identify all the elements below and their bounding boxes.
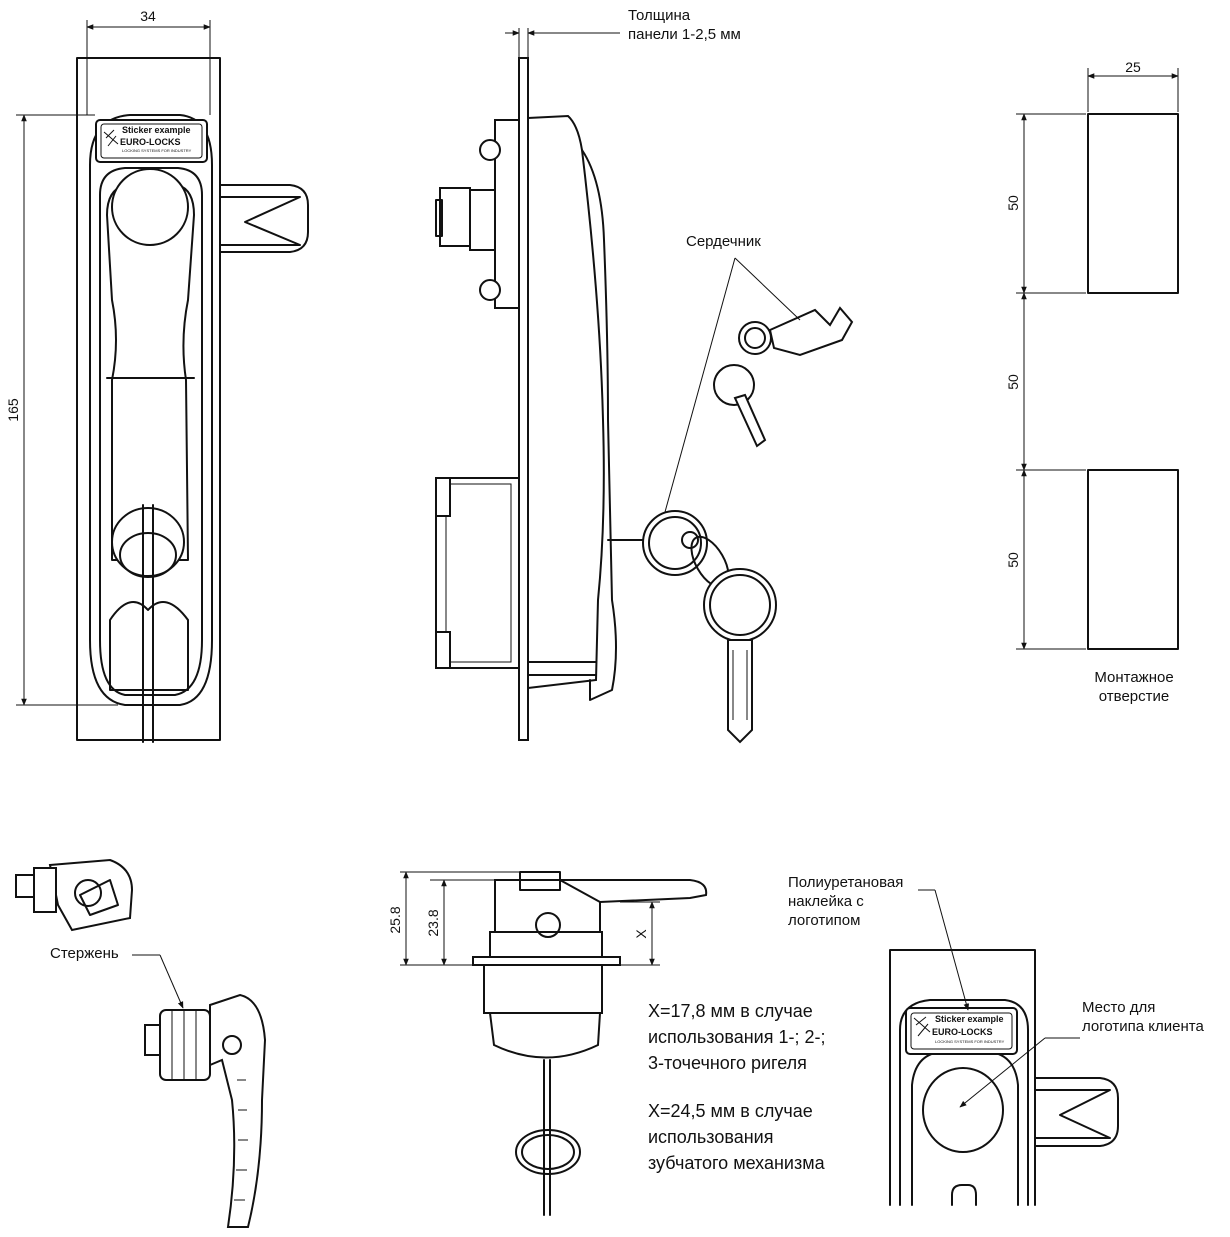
note-x-24-5: X=24,5 мм в случае использования зубчато… xyxy=(648,1098,825,1176)
sticker-label-line1: Полиуретановая xyxy=(788,874,904,891)
mounting-hole-line2: отверстие xyxy=(1098,688,1170,705)
sticker-tagline: LOCKING SYSTEMS FOR INDUSTRY xyxy=(122,148,192,153)
dimension-34: 34 xyxy=(140,8,156,24)
mounting-hole-line1: Монтажное xyxy=(1094,669,1174,686)
sticker-label-line2: наклейка с xyxy=(788,893,864,910)
note1-line2: использования 1-; 2-; xyxy=(648,1027,826,1047)
sticker-detail: Sticker example EURO-LOCKS LOCKING SYSTE… xyxy=(889,889,1119,1206)
dimension-x: X xyxy=(633,929,649,939)
note1-line3: 3-точечного ригеля xyxy=(648,1053,807,1073)
sticker-label: Полиуретановая наклейка с логотипом xyxy=(788,873,903,930)
panel-thickness-line2: панели 1-2,5 мм xyxy=(628,26,741,43)
client-logo-line2: логотипа клиента xyxy=(1082,1018,1204,1035)
front-view: Sticker example EURO-LOCKS LOCKING SYSTE… xyxy=(5,8,309,743)
dimension-50-middle: 50 xyxy=(1005,374,1021,390)
core-assembly xyxy=(664,257,854,513)
sticker-detail-title: Sticker example xyxy=(935,1014,1004,1024)
core-label: Сердечник xyxy=(686,233,761,250)
rod-detail xyxy=(15,858,267,1228)
dimension-50-top: 50 xyxy=(1005,195,1021,211)
note2-line1: X=24,5 мм в случае xyxy=(648,1101,813,1121)
mounting-hole-view: 25 50 50 50 xyxy=(1005,59,1179,650)
dimension-50-bottom: 50 xyxy=(1005,552,1021,568)
sticker-label-line3: логотипом xyxy=(788,912,861,929)
mounting-hole-label: Монтажное отверстие xyxy=(1080,668,1188,706)
note1-line1: X=17,8 мм в случае xyxy=(648,1001,813,1021)
note-x-17-8: X=17,8 мм в случае использования 1-; 2-;… xyxy=(648,998,826,1076)
dimension-25: 25 xyxy=(1125,59,1141,75)
side-view xyxy=(435,28,777,744)
sticker-detail-tagline: LOCKING SYSTEMS FOR INDUSTRY xyxy=(935,1039,1005,1044)
client-logo-label: Место для логотипа клиента xyxy=(1082,998,1204,1036)
section-view: 25.8 23.8 X xyxy=(387,871,708,1216)
panel-thickness-line1: Толщина xyxy=(628,7,691,24)
dimension-165: 165 xyxy=(5,398,21,422)
dimension-23-8: 23.8 xyxy=(425,909,441,936)
sticker-title: Sticker example xyxy=(122,125,191,135)
panel-thickness-label: Толщина панели 1-2,5 мм xyxy=(628,6,741,44)
note2-line3: зубчатого механизма xyxy=(648,1153,825,1173)
dimension-25-8: 25.8 xyxy=(387,906,403,933)
rod-label: Стержень xyxy=(50,945,119,962)
client-logo-line1: Место для xyxy=(1082,999,1156,1016)
sticker-brand: EURO-LOCKS xyxy=(120,137,181,147)
note2-line2: использования xyxy=(648,1127,774,1147)
sticker-detail-brand: EURO-LOCKS xyxy=(932,1027,993,1037)
